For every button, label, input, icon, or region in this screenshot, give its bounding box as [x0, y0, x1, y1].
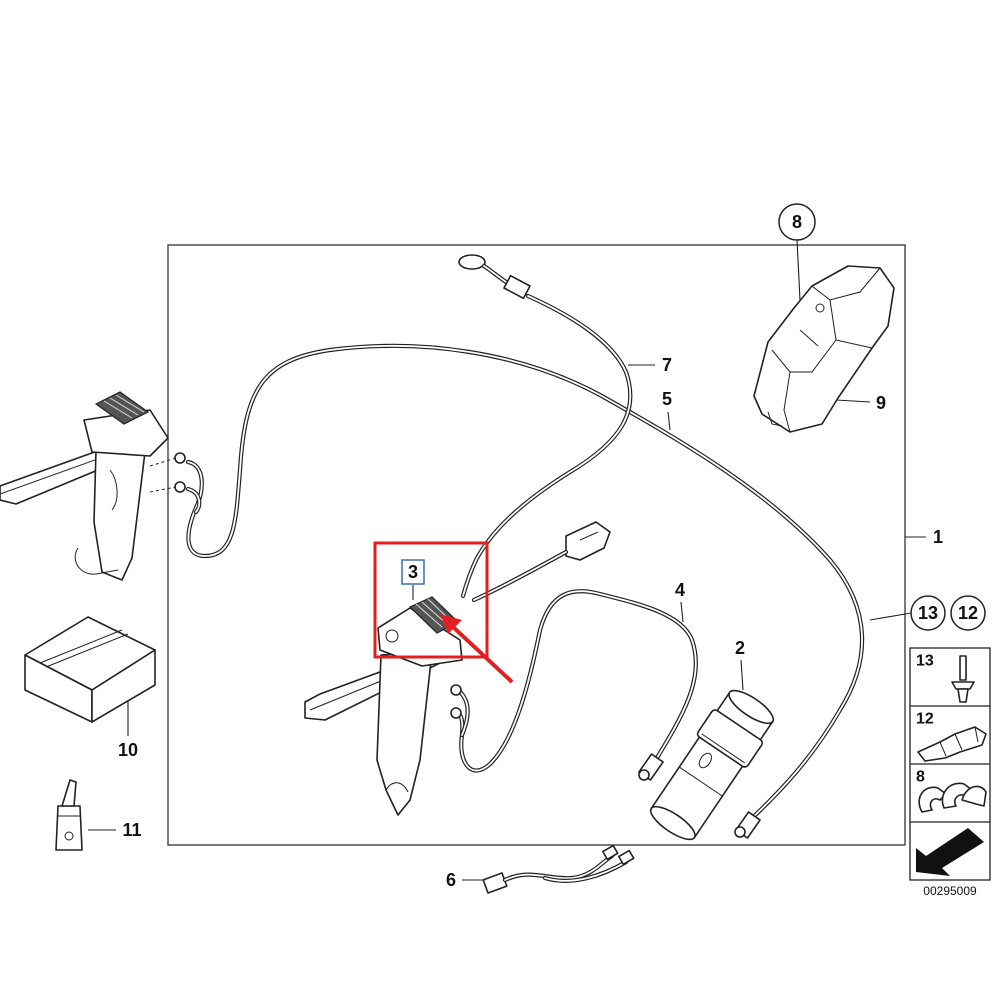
- callout-9: 9: [876, 393, 886, 413]
- callout-3: 3: [408, 562, 418, 582]
- cable-4-connector: [638, 753, 664, 781]
- callout-7: 7: [662, 355, 672, 375]
- cable-clip-icon: [918, 782, 987, 813]
- callout-13-circle: [910, 595, 946, 631]
- callout-2: 2: [735, 638, 745, 658]
- callout-11: 11: [122, 820, 141, 840]
- rivet-icon: [951, 655, 975, 703]
- part-3-pedal: [304, 596, 463, 816]
- callout-10: 10: [118, 740, 138, 760]
- callout-3-box: [401, 559, 425, 585]
- clip-icon: [917, 726, 987, 762]
- leader-lines: [88, 239, 926, 881]
- callout-12: 12: [958, 603, 978, 623]
- legend-cable-clip-number: 8: [916, 769, 925, 786]
- pedal-left: [0, 391, 186, 581]
- part-10-box: [24, 616, 156, 723]
- part-6-cable: [482, 844, 635, 894]
- callout-4: 4: [675, 580, 685, 600]
- assembly-frame: [167, 244, 906, 846]
- callout-5: 5: [662, 389, 672, 409]
- cable-5: [185, 343, 865, 825]
- cable-5-connector: [734, 811, 761, 839]
- connector-clip: [471, 521, 611, 603]
- callout-8: 8: [792, 212, 802, 232]
- legend-clip-number: 12: [916, 711, 934, 728]
- part-11-tool: [55, 779, 83, 851]
- legend-rivet-number: 13: [916, 653, 934, 670]
- part-9-cover: [753, 265, 895, 433]
- callout-8-circle: [778, 203, 816, 241]
- part-2-sleeve: [649, 689, 775, 841]
- callout-6: 6: [446, 870, 456, 890]
- direction-arrow-icon: [916, 828, 984, 876]
- cable-7: [458, 254, 633, 599]
- callout-12-circle: [950, 595, 986, 631]
- highlight-box: [373, 541, 489, 659]
- callout-1: 1: [933, 527, 943, 547]
- callout-13: 13: [918, 603, 938, 623]
- cable-4: [455, 589, 698, 773]
- diagram-id: 00295009: [923, 884, 977, 898]
- highlight-arrow: [440, 614, 514, 684]
